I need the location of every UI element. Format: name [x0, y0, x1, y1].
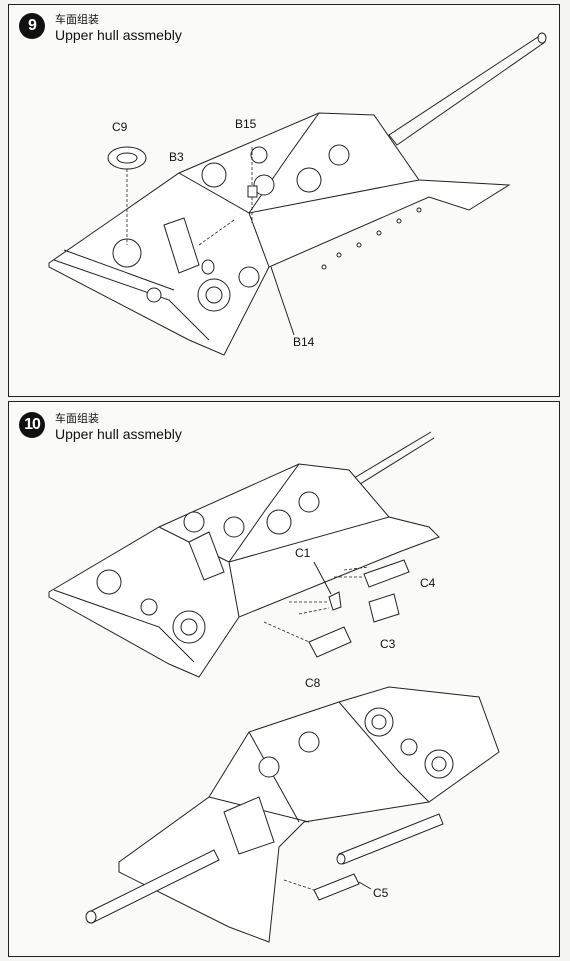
- step-9-hull-diagram: [48, 32, 547, 356]
- step-10-panel: 10 车面组装 Upper hull assmebly: [8, 401, 560, 957]
- lower-front-gun-barrel-drawing: [85, 849, 220, 924]
- upper-hull-top-view-drawing: [48, 463, 440, 678]
- part-label-b15: B15: [235, 117, 257, 131]
- loose-gun-barrel-drawing: [336, 813, 444, 865]
- part-c9-drawing: [107, 146, 147, 245]
- lower-hull-front-view-drawing: [118, 686, 500, 943]
- part-c8-drawing: [263, 621, 352, 658]
- part-label-b3: B3: [169, 150, 184, 164]
- part-b15-drawing: [247, 147, 258, 223]
- step-9-panel: 9 车面组装 Upper hull assmebly: [8, 4, 560, 397]
- gun-barrel-drawing: [388, 32, 547, 146]
- step-9-badge: 9: [19, 13, 45, 39]
- step-10-badge: 10: [19, 412, 45, 438]
- step-10-hull-diagram: [48, 431, 500, 943]
- part-label-c3: C3: [380, 637, 396, 651]
- b14-leader-line: [270, 266, 295, 336]
- part-c5-drawing: [283, 873, 372, 901]
- part-label-c5: C5: [373, 886, 389, 900]
- part-label-c9: C9: [112, 120, 128, 134]
- step-10-title-cn: 车面组装: [55, 413, 99, 425]
- part-label-b14: B14: [293, 335, 315, 349]
- part-b3-drawing: [163, 217, 235, 275]
- part-label-c4: C4: [420, 576, 436, 590]
- upper-hull-drawing: [48, 112, 511, 356]
- part-c4-drawing: [334, 559, 410, 588]
- step-9-title-cn: 车面组装: [55, 14, 99, 26]
- part-c3-drawing: [368, 593, 400, 623]
- part-label-c8: C8: [305, 676, 321, 690]
- step-10-title-en: Upper hull assmebly: [55, 426, 182, 442]
- part-c1-drawing: [289, 561, 342, 615]
- part-label-c1: C1: [295, 546, 311, 560]
- step-9-title-en: Upper hull assmebly: [55, 27, 182, 43]
